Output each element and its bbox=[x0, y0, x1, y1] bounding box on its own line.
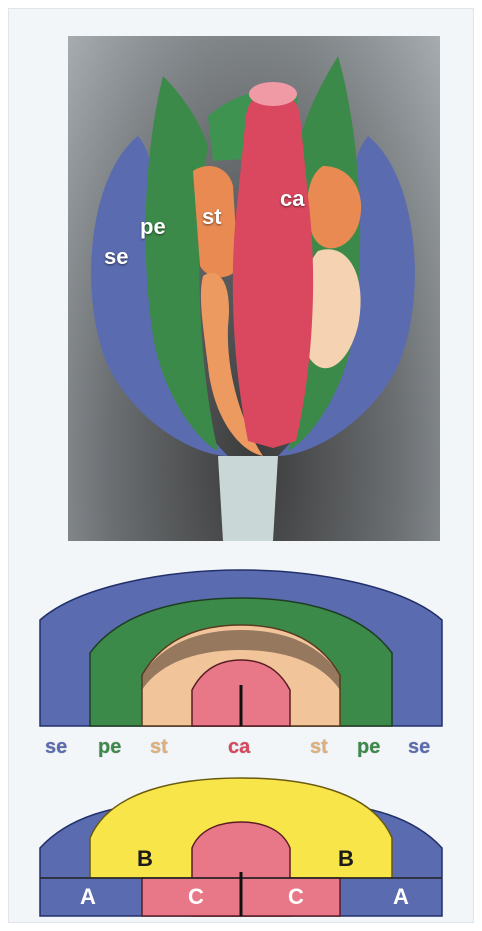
organ-label-ca: ca bbox=[228, 736, 250, 759]
organ-label-st-left: st bbox=[150, 736, 168, 759]
organ-label-se-left: se bbox=[45, 736, 67, 759]
organ-label-se-right: se bbox=[408, 736, 430, 759]
abc-label-c-right: C bbox=[288, 884, 304, 910]
organ-label-pe-left: pe bbox=[98, 736, 121, 759]
abc-label-a-left: A bbox=[80, 884, 96, 910]
organ-label-st-right: st bbox=[310, 736, 328, 759]
abc-label-b-left: B bbox=[137, 846, 153, 872]
organ-label-pe-right: pe bbox=[357, 736, 380, 759]
abc-label-b-right: B bbox=[338, 846, 354, 872]
abc-label-c-left: C bbox=[188, 884, 204, 910]
abc-label-a-right: A bbox=[393, 884, 409, 910]
